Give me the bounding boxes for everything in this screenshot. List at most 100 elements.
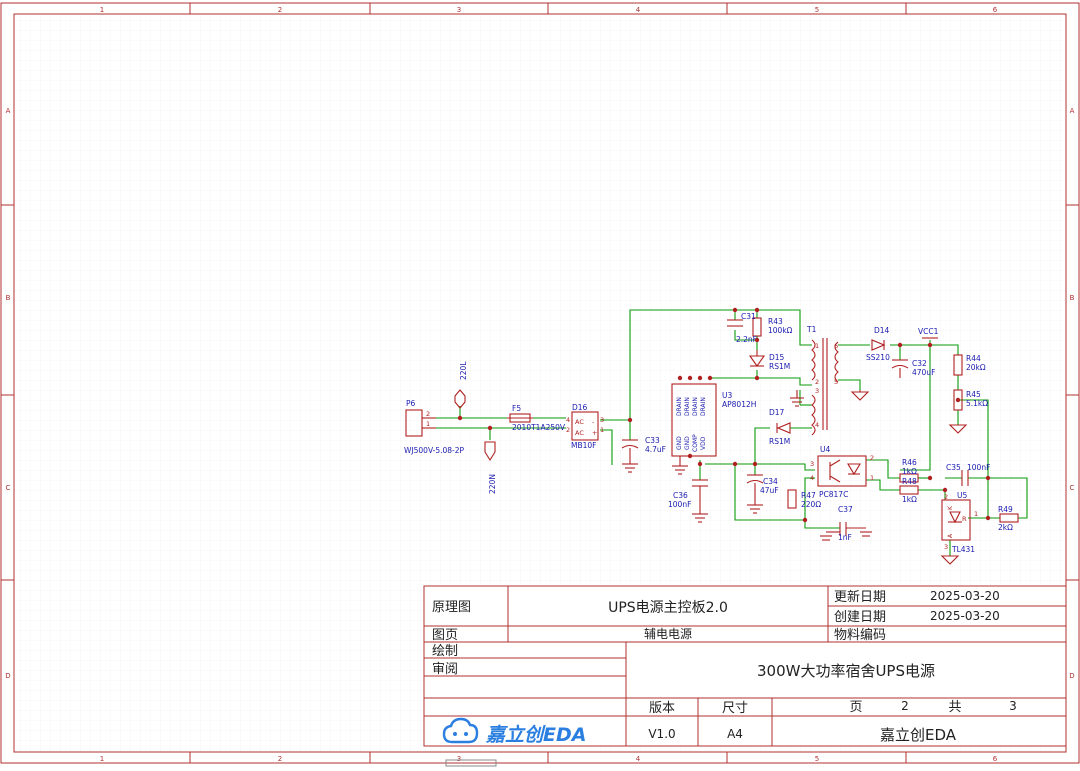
ic-u5-body	[941, 499, 971, 541]
label-u3-ref: U3	[722, 391, 732, 400]
col-label: 1	[100, 755, 104, 763]
title-total-num: 3	[1009, 699, 1017, 713]
label-c37-ref: C37	[838, 505, 853, 514]
pin-label: 6	[834, 342, 838, 350]
row-label: D	[5, 672, 10, 680]
label-c35-value: 100nF	[967, 463, 990, 472]
component-labels: P6 WJ500V-5.08-2P 2 1 220L 220N F5 2010T…	[404, 312, 1013, 554]
ic-pin-name: GND	[684, 436, 691, 450]
pin-label: 3	[815, 387, 819, 395]
col-label: 6	[993, 755, 998, 763]
label-u5-ref: U5	[957, 491, 967, 500]
title-page-num: 2	[901, 699, 909, 713]
label-u5-k: K	[947, 505, 954, 510]
label-p6-value: WJ500V-5.08-2P	[404, 446, 465, 455]
wires	[436, 309, 1028, 556]
ic-pin-name: VDD	[700, 436, 707, 450]
title-size-label: 尺寸	[722, 701, 748, 716]
pin-label: 3	[810, 460, 814, 468]
connector-p6-body	[405, 409, 423, 437]
label-r43-value: 100kΩ	[768, 326, 793, 335]
ic-u3-body	[671, 383, 717, 457]
label-c33-value: 4.7uF	[645, 445, 666, 454]
label-t1-ref: T1	[806, 325, 817, 334]
resistor-r48-body	[899, 485, 919, 495]
label-d15-value: RS1M	[769, 362, 790, 371]
pin-label: 2	[944, 493, 948, 501]
label-r47-value: 220Ω	[801, 500, 821, 509]
logo-text: 嘉立创EDA	[485, 724, 586, 746]
row-label: D	[1069, 672, 1074, 680]
net-flag-220l	[454, 389, 466, 409]
resistor-r44-body	[953, 354, 963, 376]
title-block-text: 原理图 UPS电源主控板2.0 更新日期 2025-03-20 创建日期 202…	[432, 589, 1017, 744]
label-r48-ref: R48	[902, 477, 917, 486]
label-c31-ref: C31	[741, 312, 756, 321]
title-page-label: 图页	[432, 628, 458, 643]
label-d16-value: MB10F	[571, 441, 596, 450]
pin-label: 4	[810, 474, 814, 482]
label-c34-value: 47uF	[760, 486, 779, 495]
title-product: 300W大功率宿舍UPS电源	[757, 662, 935, 680]
label-c31-value: 2.2nF	[736, 335, 757, 344]
label-c36-ref: C36	[673, 491, 688, 500]
title-review-label: 审阅	[432, 662, 458, 677]
label-c34-ref: C34	[763, 477, 778, 486]
col-label: 5	[815, 755, 819, 763]
pin-label: 5	[834, 378, 838, 386]
label-c32-ref: C32	[912, 359, 927, 368]
junction-dots	[457, 307, 991, 523]
row-label: A	[1070, 107, 1075, 115]
resistor-r45-body	[953, 389, 963, 411]
title-page-text: 页	[849, 700, 862, 715]
label-d14-ref: D14	[874, 326, 890, 335]
resistor-r47-body	[787, 489, 797, 509]
label-c32-value: 470uF	[912, 368, 935, 377]
title-total-text: 共	[948, 700, 961, 715]
label-u5-r: R	[962, 515, 967, 523]
net-flag-220n	[484, 441, 496, 462]
row-label: A	[6, 107, 11, 115]
title-project: UPS电源主控板2.0	[608, 600, 728, 616]
transformer-t1-primary	[811, 339, 816, 381]
label-vcc1: VCC1	[918, 327, 939, 336]
label-r43-ref: R43	[768, 317, 783, 326]
bottom-marker	[445, 759, 497, 767]
pin-label: 2	[815, 378, 819, 386]
transformer-t1-aux	[811, 394, 816, 436]
title-material-label: 物料编码	[834, 628, 886, 643]
col-label: 2	[278, 755, 282, 763]
pin-label: 2	[426, 410, 430, 418]
label-c33-ref: C33	[645, 436, 660, 445]
title-size: A4	[727, 727, 743, 741]
label-d16-ac2: AC	[575, 429, 584, 437]
label-r48-value: 1kΩ	[902, 495, 917, 504]
resistor-r49-body	[999, 513, 1019, 523]
title-create-date: 2025-03-20	[930, 609, 1000, 623]
label-r45-ref: R45	[966, 390, 981, 399]
pin-label: 1	[870, 474, 874, 482]
row-label: B	[1070, 294, 1075, 302]
pin-label: 1	[600, 426, 604, 434]
label-u5-value: TL431	[951, 545, 975, 554]
label-c36-value: 100nF	[668, 500, 691, 509]
label-d17-ref: D17	[769, 408, 785, 417]
col-label: 6	[993, 6, 998, 14]
label-d16-ref: D16	[572, 403, 588, 412]
title-page-name: 辅电电源	[644, 627, 692, 641]
label-u4-ref: U4	[820, 445, 830, 454]
pin-label: 4	[566, 416, 570, 424]
title-version: V1.0	[648, 727, 675, 741]
label-d16-plus: +	[592, 429, 597, 437]
row-label: C	[6, 484, 11, 492]
label-d17-value: RS1M	[769, 437, 790, 446]
col-label: 3	[457, 6, 461, 14]
pin-label: 2	[566, 426, 570, 434]
label-net-220l: 220L	[459, 361, 468, 380]
row-label: C	[1070, 484, 1075, 492]
title-create-label: 创建日期	[834, 610, 886, 625]
title-update-date: 2025-03-20	[930, 589, 1000, 603]
